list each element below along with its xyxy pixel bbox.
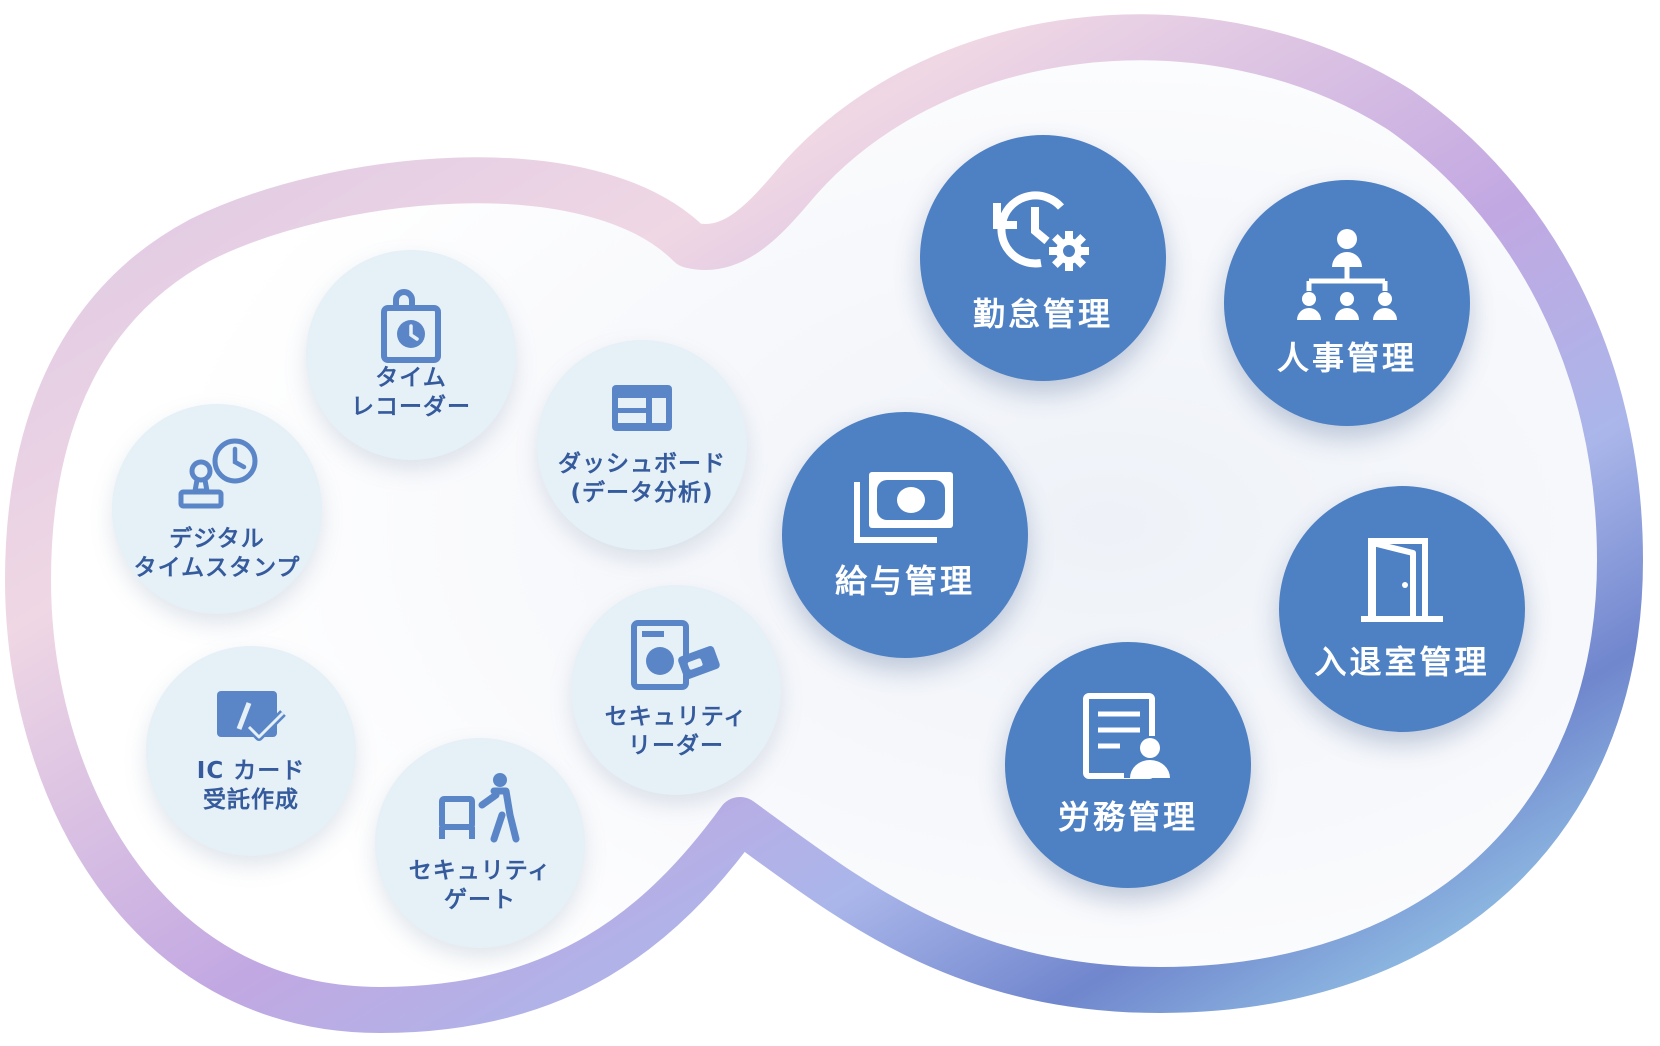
- label-line: セキュリティ: [408, 858, 552, 884]
- label-line: リーダー: [628, 733, 724, 759]
- node-attendance: 勤怠管理: [920, 135, 1166, 381]
- label-line: レコーダー: [351, 394, 471, 420]
- node-label: 人事管理: [1276, 339, 1417, 377]
- locked-clock-icon: [381, 289, 441, 363]
- label-line: IC カード: [196, 758, 306, 784]
- document-person-icon: [1083, 693, 1174, 779]
- node-hr: 人事管理: [1224, 180, 1470, 426]
- node-labor: 労務管理: [1005, 642, 1251, 888]
- node-security-gate: セキュリティ ゲート: [375, 738, 585, 948]
- node-label: タイム レコーダー: [351, 364, 471, 422]
- label-line: デジタル: [169, 526, 265, 552]
- node-access: 入退室管理: [1279, 486, 1525, 732]
- node-label: 勤怠管理: [972, 295, 1113, 333]
- history-gear-icon: [993, 191, 1089, 271]
- stamp-clock-icon: [178, 438, 258, 509]
- node-label: セキュリティ ゲート: [409, 857, 552, 915]
- node-label: セキュリティ リーダー: [605, 703, 748, 761]
- node-label: 労務管理: [1057, 798, 1198, 836]
- org-chart-icon: [1297, 229, 1397, 320]
- node-payroll: 給与管理: [782, 412, 1028, 658]
- node-dashboard: ダッシュボード (データ分析): [537, 340, 747, 550]
- label-line: 受託作成: [202, 787, 299, 813]
- label-line: ダッシュボード: [558, 451, 726, 477]
- node-label: 給与管理: [834, 562, 975, 600]
- node-label: デジタル タイムスタンプ: [134, 525, 301, 583]
- door-icon: [1361, 538, 1443, 622]
- security-gate-icon: [439, 773, 520, 843]
- node-security-reader: セキュリティ リーダー: [571, 585, 781, 795]
- label-line: タイムスタンプ: [133, 555, 301, 581]
- label-line: ゲート: [444, 887, 516, 913]
- node-digital-timestamp: デジタル タイムスタンプ: [112, 404, 322, 614]
- node-label: 入退室管理: [1314, 643, 1490, 681]
- node-label: IC カード 受託作成: [197, 757, 305, 815]
- dashboard-icon: [612, 385, 672, 431]
- node-label: ダッシュボード (データ分析): [558, 450, 726, 508]
- label-line: タイム: [375, 365, 447, 391]
- card-reader-icon: [631, 620, 720, 690]
- node-ic-card: IC カード 受託作成: [146, 646, 356, 856]
- label-line: セキュリティ: [604, 704, 748, 730]
- ic-card-check-icon: [217, 691, 286, 741]
- label-line: (データ分析): [570, 480, 714, 506]
- node-time-recorder: タイム レコーダー: [306, 250, 516, 460]
- banknotes-icon: [854, 472, 953, 543]
